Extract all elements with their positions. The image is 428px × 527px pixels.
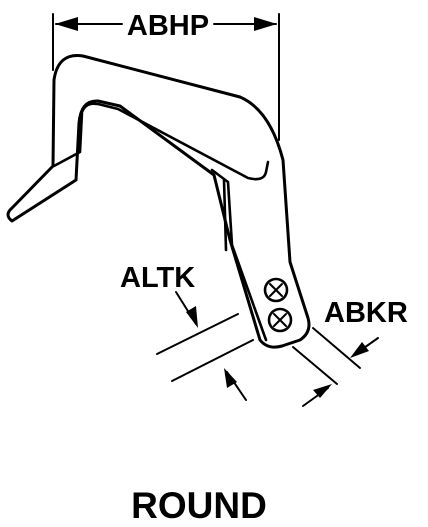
altk-arrowhead-lower [224, 368, 237, 388]
abkr-dimension: ABKR [292, 297, 408, 407]
bracket-tab-edge [222, 178, 228, 252]
bracket-outer-edge [6, 54, 311, 349]
altk-label: ALTK [120, 262, 195, 294]
altk-arrowhead-upper [186, 306, 198, 328]
bracket-outline [6, 54, 311, 349]
screw-icon [263, 277, 289, 303]
altk-extension-lower [171, 339, 254, 382]
abkr-arrowhead-lower [313, 384, 332, 398]
bracket-inner-front-edge [52, 102, 99, 168]
abhp-dimension: ABHP [52, 10, 280, 141]
abkr-extension-upper [292, 346, 338, 385]
altk-extension-upper [156, 313, 239, 355]
abhp-arrowhead-left [55, 17, 78, 31]
diagram-caption: ROUND [131, 485, 267, 526]
abkr-arrowhead-upper [350, 342, 369, 358]
abhp-label: ABHP [127, 10, 209, 42]
bracket-inner-top-edge [96, 102, 270, 181]
abkr-label: ABKR [324, 297, 408, 329]
abkr-extension-lower [312, 327, 361, 369]
altk-dimension: ALTK [120, 262, 254, 401]
abhp-arrowhead-right [254, 17, 277, 31]
screw-icon [267, 307, 293, 333]
bracket-inner-bend-edge [210, 168, 268, 342]
